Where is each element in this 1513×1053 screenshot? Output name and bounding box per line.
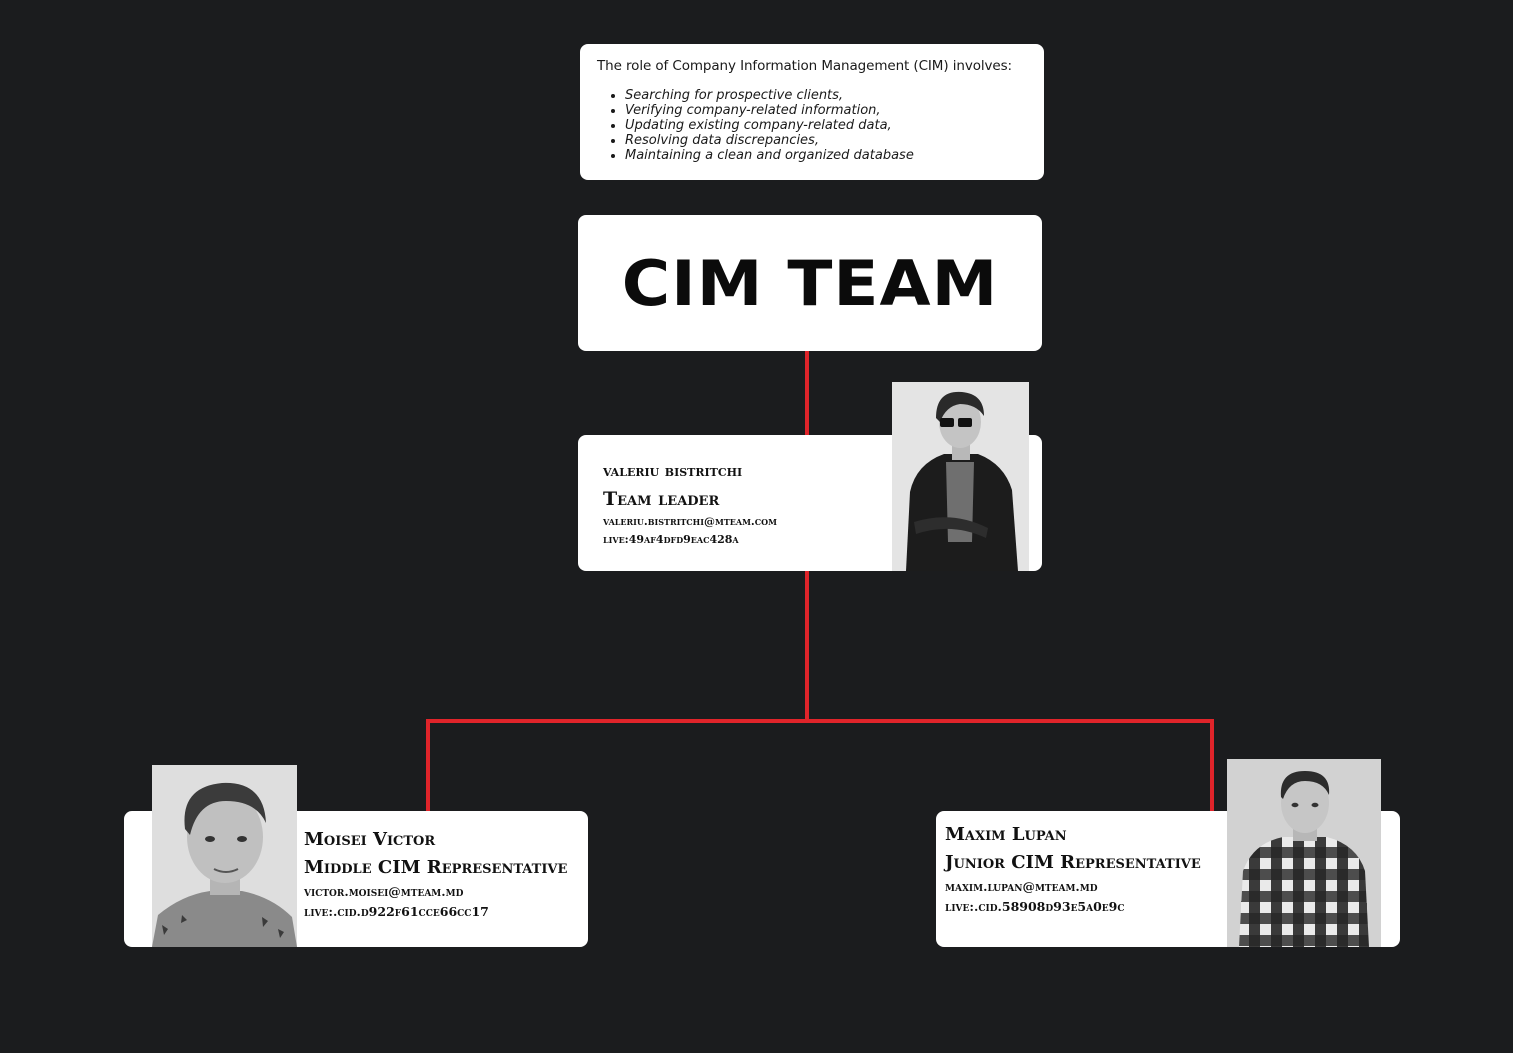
- team-leader-role: Team leader: [603, 488, 720, 510]
- team-leader-skype: live:49af4dfd9eac428a: [603, 533, 739, 546]
- cim-role-item: Verifying company-related information,: [625, 103, 1028, 118]
- junior-representative-name: Maxim Lupan: [945, 824, 1067, 845]
- cim-role-list: Searching for prospective clients, Verif…: [597, 88, 1028, 163]
- middle-representative-role: Middle CIM Representative: [304, 857, 568, 878]
- junior-representative-role: Junior CIM Representative: [945, 852, 1201, 873]
- team-title-card: CIM TEAM: [578, 215, 1042, 351]
- team-leader-email: valeriu.bistritchi@mteam.com: [603, 515, 777, 528]
- cim-role-heading: The role of Company Information Manageme…: [597, 58, 1013, 74]
- cim-role-item: Updating existing company-related data,: [625, 118, 1028, 133]
- team-leader-name: Valeriu Bistritchi: [603, 461, 743, 480]
- cim-role-item: Maintaining a clean and organized databa…: [625, 148, 1028, 163]
- cim-role-item: Searching for prospective clients,: [625, 88, 1028, 103]
- cim-role-description-card: The role of Company Information Manageme…: [580, 44, 1044, 180]
- middle-representative-skype: live:.cid.d922f61cce66cc17: [304, 904, 489, 919]
- junior-representative-email: maxim.lupan@mteam.md: [945, 879, 1098, 894]
- team-leader-photo: [892, 382, 1029, 571]
- middle-representative-email: victor.moisei@mteam.md: [304, 884, 464, 899]
- team-leader-card: Valeriu Bistritchi Team leader valeriu.b…: [578, 435, 1042, 571]
- junior-representative-info: Maxim Lupan Junior CIM Representative ma…: [945, 821, 1201, 917]
- team-leader-info: Valeriu Bistritchi Team leader valeriu.b…: [603, 457, 777, 549]
- middle-representative-photo: [152, 765, 297, 947]
- middle-representative-name: Moisei Victor: [304, 829, 436, 850]
- junior-representative-skype: live:.cid.58908d93e5a0e9c: [945, 899, 1125, 914]
- junior-representative-photo: [1227, 759, 1381, 947]
- cim-role-item: Resolving data discrepancies,: [625, 133, 1028, 148]
- middle-representative-info: Moisei Victor Middle CIM Representative …: [304, 826, 567, 922]
- team-title: CIM TEAM: [621, 246, 999, 320]
